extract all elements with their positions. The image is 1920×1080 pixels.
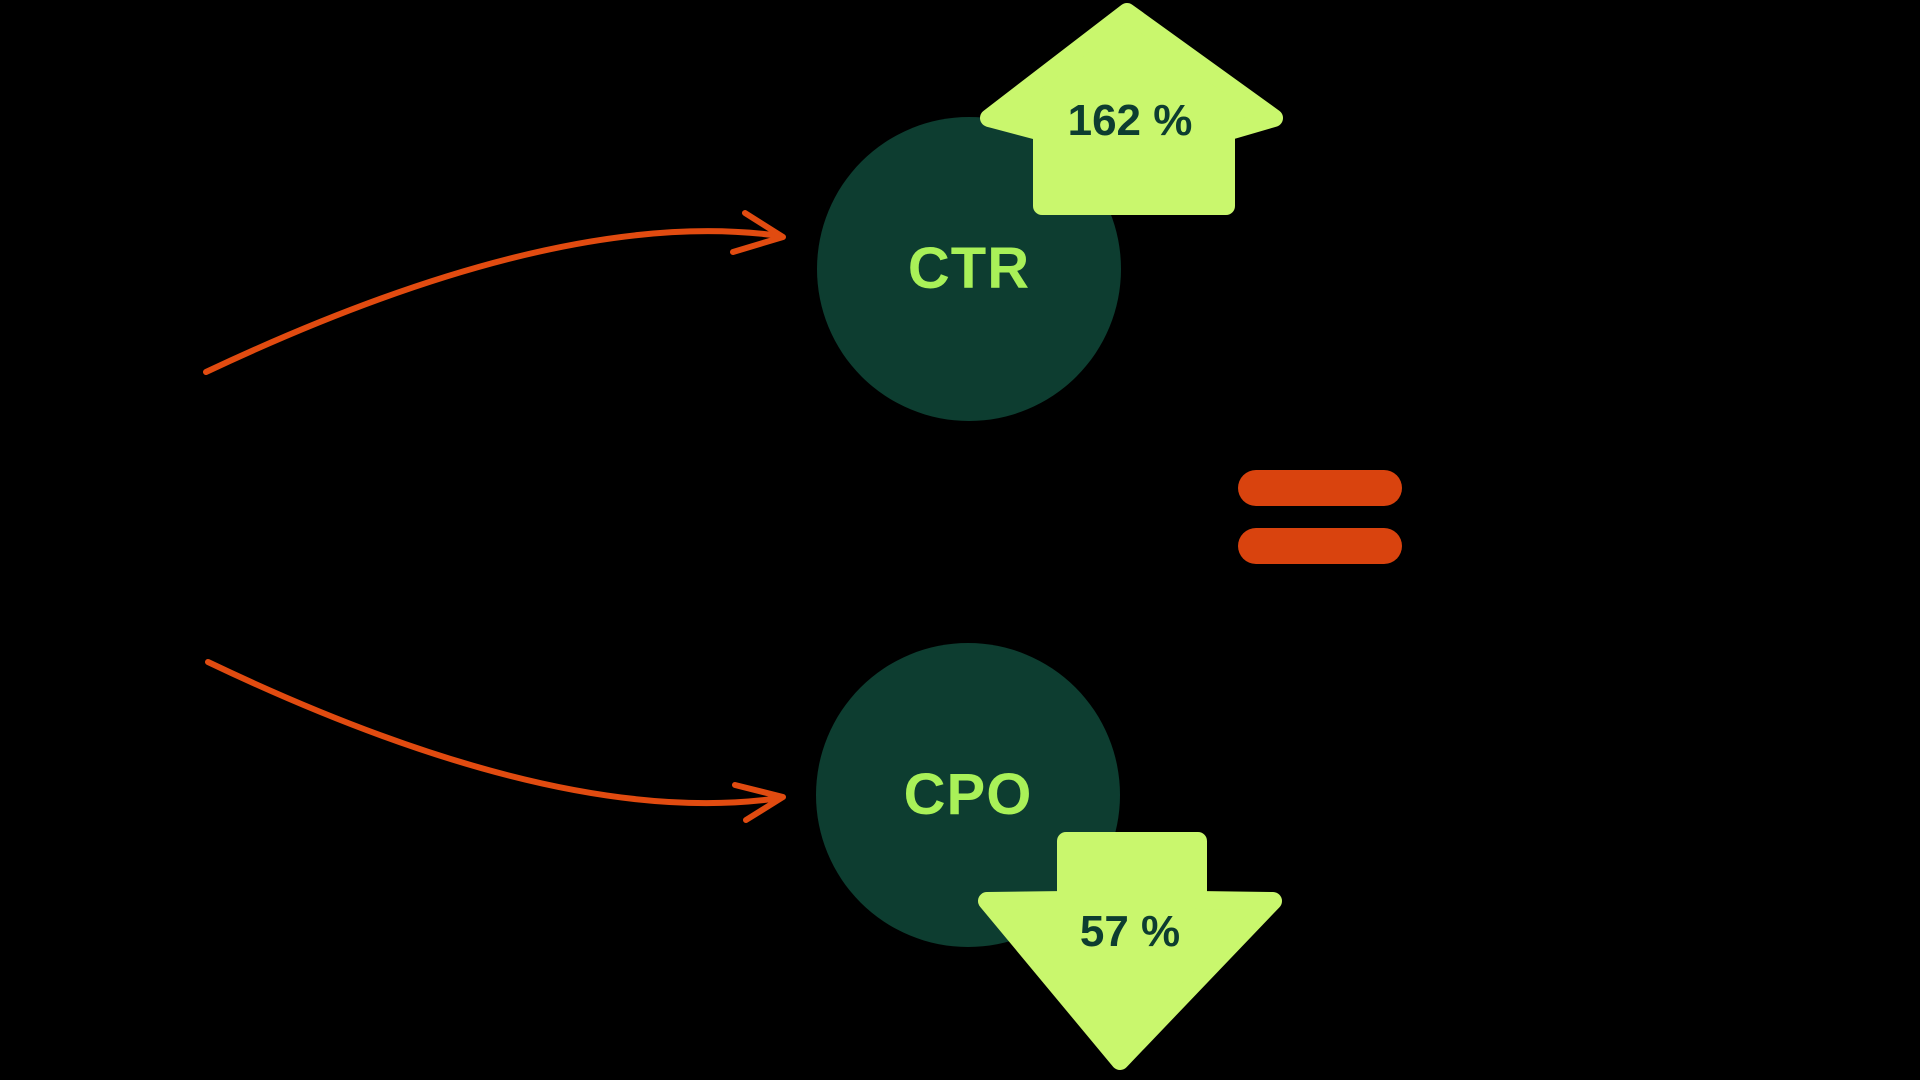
metric-label-ctr: CTR [907,236,1031,301]
curved-arrow-icon-top [203,210,786,375]
decrease-value: 57 % [1079,907,1181,956]
arrow-down-icon [978,832,1282,1070]
equals-icon [1238,470,1402,564]
metric-label-cpo: CPO [903,762,1033,827]
curved-arrow-icon-bottom [205,659,786,823]
increase-value: 162 % [1067,96,1193,145]
arrow-up-icon [980,3,1283,215]
